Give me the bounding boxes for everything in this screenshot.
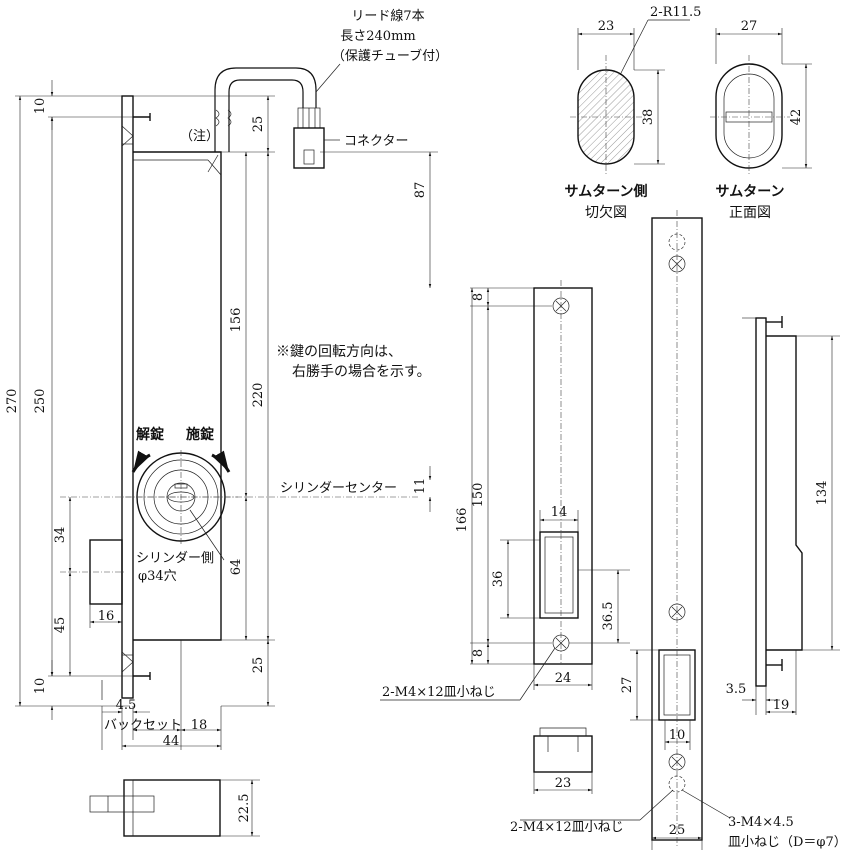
dim-24: 24 bbox=[555, 671, 572, 686]
rotation-note-2: 右勝手の場合を示す。 bbox=[292, 364, 431, 380]
side-view-right bbox=[742, 316, 840, 715]
rotation-note-1: ※鍵の回転方向は、 bbox=[276, 344, 402, 360]
dim-22-5: 22.5 bbox=[237, 794, 252, 823]
lead-wire-note-2: 長さ240mm bbox=[340, 29, 415, 44]
lead-wire-tube bbox=[214, 67, 317, 152]
dim-36-5: 36.5 bbox=[601, 602, 616, 631]
connector bbox=[293, 127, 325, 169]
dim-42: 42 bbox=[789, 109, 804, 126]
dim-87: 87 bbox=[413, 182, 428, 199]
dim-25-plate: 25 bbox=[669, 823, 686, 838]
dim-150: 150 bbox=[471, 483, 486, 508]
dim-18: 18 bbox=[191, 718, 208, 733]
main-lock-body bbox=[60, 67, 420, 837]
cylinder-side-label: シリンダー側 bbox=[136, 551, 214, 566]
dim-36: 36 bbox=[491, 571, 506, 588]
thumbturn-cut-view bbox=[570, 19, 690, 175]
thumbturn-front-view bbox=[710, 28, 812, 175]
lead-wire-note-3: （保護チューブ付） bbox=[332, 48, 448, 64]
dim-8-top: 8 bbox=[471, 293, 486, 301]
unlock-label: 解錠 bbox=[136, 426, 165, 443]
dim-11: 11 bbox=[413, 478, 428, 495]
dim-34: 34 bbox=[53, 527, 68, 544]
thumb-front-title-2: 正面図 bbox=[729, 205, 771, 221]
bottom-view-body bbox=[123, 779, 221, 837]
dim-27-top: 27 bbox=[741, 19, 758, 34]
dim-10-top: 10 bbox=[33, 98, 48, 115]
lock-case bbox=[133, 151, 222, 641]
dim-25-top: 25 bbox=[251, 116, 266, 133]
dim-220: 220 bbox=[251, 383, 266, 408]
lead-wire-note-1: リード線7本 bbox=[351, 8, 424, 24]
dim-3-5: 3.5 bbox=[726, 682, 747, 697]
chu-label: （注） bbox=[180, 129, 219, 144]
screw-label-bottom: 2-M4×12皿小ねじ bbox=[510, 820, 624, 835]
dim-23: 23 bbox=[555, 776, 572, 791]
dim-25-bottom: 25 bbox=[251, 657, 266, 674]
dim-156: 156 bbox=[229, 308, 244, 333]
strike-box bbox=[533, 735, 593, 773]
dim-19: 19 bbox=[773, 698, 790, 713]
thumb-front-title-1: サムターン bbox=[715, 184, 784, 200]
dim-8-bottom: 8 bbox=[471, 649, 486, 657]
dimension-values: 270 250 10 10 25 87 156 220 11 64 25 34 … bbox=[5, 19, 830, 838]
screw-label-middle: 2-M4×12皿小ねじ bbox=[382, 685, 496, 700]
backset-label: バックセット bbox=[104, 718, 182, 733]
lock-label: 施錠 bbox=[186, 426, 215, 443]
dim-27: 27 bbox=[620, 677, 635, 694]
dim-38: 38 bbox=[641, 109, 656, 126]
cylinder-hole-label: φ34穴 bbox=[138, 569, 177, 584]
screw-3m4-label-2: 皿小ねじ（D＝φ7） bbox=[728, 835, 847, 850]
dim-45: 45 bbox=[53, 617, 68, 634]
front-plate-front-view bbox=[520, 210, 731, 850]
dim-16: 16 bbox=[98, 609, 115, 624]
dim-166: 166 bbox=[455, 508, 470, 533]
thumb-cut-title-2: 切欠図 bbox=[585, 205, 627, 221]
dim-4-5: 4.5 bbox=[116, 698, 137, 713]
front-plate bbox=[121, 95, 134, 699]
cylinder-center-label: シリンダーセンター bbox=[280, 481, 397, 496]
dim-10-plate: 10 bbox=[669, 728, 686, 743]
dim-270: 270 bbox=[5, 389, 20, 414]
strike-plate bbox=[380, 280, 630, 794]
connector-label: コネクター bbox=[344, 134, 408, 149]
radius-label: 2-R11.5 bbox=[650, 5, 701, 20]
main-dimensions bbox=[15, 80, 438, 837]
dim-250: 250 bbox=[33, 389, 48, 414]
dim-23-top: 23 bbox=[598, 19, 615, 34]
dim-44: 44 bbox=[163, 734, 180, 749]
thumb-cut-title-1: サムターン側 bbox=[564, 183, 647, 200]
dim-14: 14 bbox=[551, 505, 568, 520]
dim-10-bottom: 10 bbox=[33, 678, 48, 695]
dim-134: 134 bbox=[815, 481, 830, 506]
screw-3m4-label-1: 3-M4×4.5 bbox=[728, 815, 794, 830]
annotations: リード線7本 長さ240mm （保護チューブ付） コネクター （注） ※鍵の回転… bbox=[104, 5, 847, 850]
dim-64: 64 bbox=[229, 559, 244, 576]
strike-opening bbox=[539, 531, 579, 619]
